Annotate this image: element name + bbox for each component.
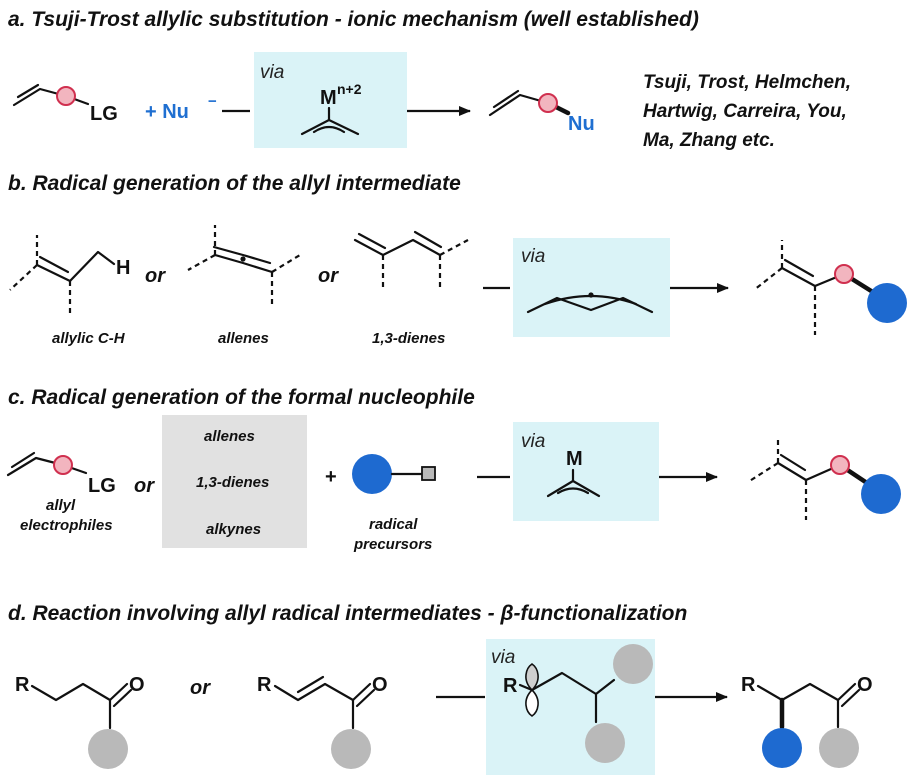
allylic-ch-structure: H	[9, 235, 130, 315]
r-group-label: R	[257, 674, 272, 696]
radical-precursors-label-2: precursors	[353, 536, 432, 553]
metal-label: M	[320, 87, 337, 109]
p-orbital-lobe	[525, 688, 539, 717]
authors-line-1: Tsuji, Trost, Helmchen,	[643, 72, 851, 93]
nucleophile-charge: −	[208, 93, 217, 110]
box-item-dienes: 1,3-dienes	[196, 474, 269, 491]
metal-oxidation-state: n+2	[337, 81, 362, 97]
radical-precursors-label-1: radical	[369, 516, 418, 533]
substituent-dot	[819, 728, 859, 768]
via-label: via	[521, 246, 545, 267]
authors-line-3: Ma, Zhang etc.	[643, 130, 775, 151]
metal-label: M	[566, 448, 583, 470]
r-group-label: R	[15, 674, 30, 696]
plus-sign: +	[325, 466, 337, 488]
allyl-lg-reactant: LG	[12, 83, 118, 125]
radical-dot	[352, 454, 392, 494]
substituent-dot	[331, 729, 371, 769]
allene-structure	[187, 225, 301, 305]
reactive-carbon-marker	[53, 455, 73, 475]
allyl-electrophiles-label-1: allyl	[46, 497, 76, 514]
substituent-dot	[585, 723, 625, 763]
section-b: b. Radical generation of the allyl inter…	[8, 172, 907, 347]
leaving-group-label: LG	[88, 475, 116, 497]
leaving-square	[421, 466, 436, 481]
section-a: a. Tsuji-Trost allylic substitution - io…	[8, 8, 851, 151]
oxygen-label: O	[857, 674, 873, 696]
reactive-carbon-marker	[538, 93, 558, 113]
section-c-heading: c. Radical generation of the formal nucl…	[8, 386, 475, 409]
or-label: or	[190, 677, 211, 699]
oxygen-label: O	[372, 674, 388, 696]
via-intermediate-box	[254, 52, 407, 148]
via-label: via	[260, 62, 284, 83]
saturated-ketone-structure: R O	[15, 674, 145, 769]
nucleophile-dot	[762, 728, 802, 768]
allyl-electrophile-structure: LG	[6, 451, 116, 497]
reactive-carbon-marker	[56, 86, 76, 106]
beta-functionalized-product: R O	[741, 674, 873, 768]
nucleophile-label: + Nu	[145, 101, 189, 123]
substrate-options-box	[162, 415, 307, 548]
allyl-electrophiles-label-2: electrophiles	[20, 517, 113, 534]
allyl-coupled-product	[753, 240, 907, 335]
diene-structure	[353, 230, 469, 290]
p-orbital-lobe	[525, 663, 539, 692]
oxygen-label: O	[129, 674, 145, 696]
section-a-heading: a. Tsuji-Trost allylic substitution - io…	[8, 8, 699, 31]
via-intermediate-box	[513, 422, 659, 521]
allenes-label: allenes	[218, 330, 269, 347]
or-label: or	[134, 475, 155, 497]
r-group-label: R	[741, 674, 756, 696]
substituent-dot	[613, 644, 653, 684]
or-label-1: or	[145, 265, 166, 287]
leaving-group-label: LG	[90, 103, 118, 125]
product-nucleophile-label: Nu	[568, 113, 595, 135]
allylic-ch-label: allylic C-H	[52, 330, 126, 347]
radical-precursor-structure	[352, 454, 436, 494]
box-item-allenes: allenes	[204, 428, 255, 445]
section-d-heading: d. Reaction involving allyl radical inte…	[8, 602, 687, 625]
r-group-label: R	[503, 675, 518, 697]
or-label-2: or	[318, 265, 339, 287]
reactive-carbon-marker	[830, 455, 850, 475]
section-b-heading: b. Radical generation of the allyl inter…	[8, 172, 461, 195]
reactive-carbon-marker	[834, 264, 854, 284]
allyl-coupled-product	[747, 438, 901, 520]
nucleophile-dot	[867, 283, 907, 323]
via-label: via	[491, 647, 515, 668]
via-intermediate-box	[513, 238, 670, 337]
enone-structure: R O	[257, 674, 388, 769]
substituent-dot	[88, 729, 128, 769]
section-d: d. Reaction involving allyl radical inte…	[8, 602, 873, 775]
via-label: via	[521, 431, 545, 452]
box-item-alkynes: alkynes	[206, 521, 261, 538]
nucleophile-dot	[861, 474, 901, 514]
section-c: c. Radical generation of the formal nucl…	[6, 386, 901, 553]
allyl-nu-product: Nu	[488, 89, 595, 135]
hydrogen-label: H	[116, 257, 130, 279]
dienes-label: 1,3-dienes	[372, 330, 445, 347]
authors-line-2: Hartwig, Carreira, You,	[643, 101, 847, 122]
